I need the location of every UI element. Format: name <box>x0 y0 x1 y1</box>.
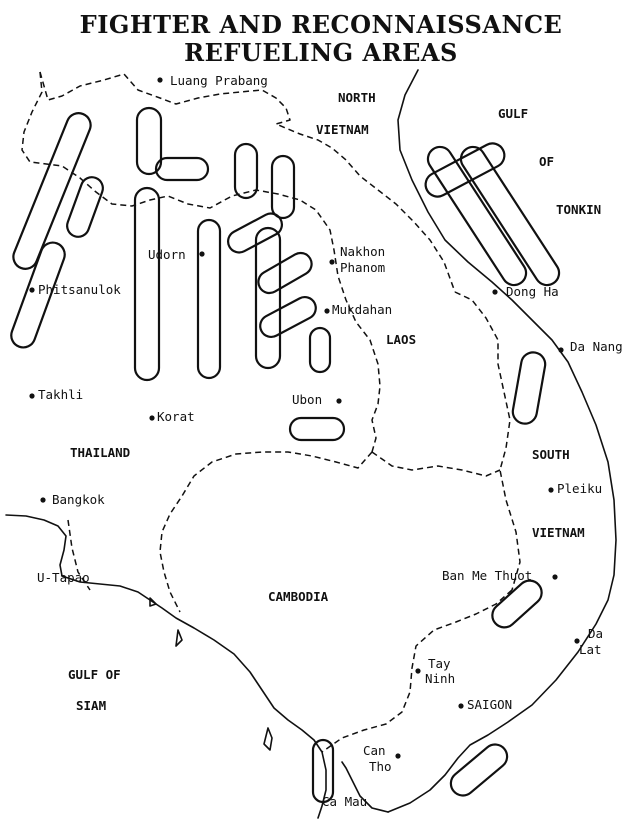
label-tho: Tho <box>369 759 392 774</box>
label-gulf: GULF <box>498 106 528 121</box>
refueling-track <box>270 154 296 220</box>
city-dot-da-lat <box>574 638 580 644</box>
island-1 <box>263 727 273 751</box>
city-dot-mukdahan <box>324 308 330 314</box>
refueling-track <box>135 106 163 176</box>
label-nakhon: Nakhon <box>340 244 385 259</box>
refueling-track <box>459 145 561 287</box>
refueling-track <box>308 326 332 374</box>
refueling-track <box>259 295 317 339</box>
label-tonkin: TONKIN <box>556 202 601 217</box>
refueling-areas <box>10 106 561 804</box>
label-takhli: Takhli <box>38 387 83 402</box>
label-dong-ha: Dong Ha <box>506 284 559 299</box>
city-dot-dong-ha <box>492 289 498 295</box>
refueling-track <box>227 212 283 254</box>
refueling-track <box>426 145 528 287</box>
refueling-track <box>154 156 210 182</box>
city-dot-takhli <box>29 393 35 399</box>
map-title-line1: FIGHTER AND RECONNAISSANCE <box>79 10 563 39</box>
city-dot-can-tho <box>395 753 401 759</box>
label-mukdahan: Mukdahan <box>332 302 392 317</box>
refueling-track <box>311 738 335 804</box>
label-gulf-of: GULF OF <box>68 667 121 682</box>
city-dot-ubon <box>336 398 342 404</box>
city-dot-bangkok <box>40 497 46 503</box>
label-bangkok: Bangkok <box>52 492 105 507</box>
refueling-track <box>12 112 92 270</box>
coastline-gulf-of-siam <box>5 514 327 819</box>
border-cambodia-laos-east <box>371 451 501 477</box>
border-thailand-cambodia-west <box>67 519 91 591</box>
label-tay: Tay <box>428 656 451 671</box>
island-2 <box>175 629 183 647</box>
coastline-vietnam <box>387 69 617 813</box>
refueling-track <box>511 351 547 425</box>
label-can: Can <box>363 743 386 758</box>
refueling-track <box>491 579 543 629</box>
city-dot-da-nang <box>558 347 564 353</box>
border-thailand-laos-north <box>21 71 381 453</box>
border-laos-north-vietnam <box>39 71 456 293</box>
label-ubon: Ubon <box>292 392 322 407</box>
refueling-track <box>257 251 313 295</box>
region-labels: NORTH VIETNAM GULF OF TONKIN LAOS THAILA… <box>68 90 601 713</box>
city-dot-ban-me-thuot <box>552 574 558 580</box>
refueling-track <box>424 142 506 198</box>
label-ban-me-thuot: Ban Me Thuot <box>442 568 532 583</box>
refueling-track <box>196 218 222 380</box>
label-north: NORTH <box>338 90 376 105</box>
refueling-track <box>133 186 161 382</box>
city-labels: Luang Prabang Udorn Nakhon Phanom Mukdah… <box>37 73 623 809</box>
city-dot-udorn <box>199 251 205 257</box>
island-3 <box>149 597 157 607</box>
refueling-track <box>288 416 346 442</box>
border-cambodia-south-vietnam <box>321 589 513 753</box>
city-dot-phitsanulok <box>29 287 35 293</box>
label-saigon: SAIGON <box>467 697 512 712</box>
label-laos: LAOS <box>386 332 416 347</box>
label-lat: Lat <box>579 642 602 657</box>
label-of: OF <box>539 154 554 169</box>
city-dot-nakhon-phanom <box>329 259 335 265</box>
refueling-track <box>254 226 282 370</box>
label-ninh: Ninh <box>425 671 455 686</box>
label-cambodia: CAMBODIA <box>268 589 329 604</box>
label-vietnam-south: VIETNAM <box>532 525 585 540</box>
label-udorn: Udorn <box>148 247 186 262</box>
border-laos-south-vietnam <box>454 291 521 591</box>
border-cambodia-north <box>159 451 373 613</box>
label-da: Da <box>588 626 603 641</box>
refueling-track <box>66 176 104 238</box>
label-phitsanulok: Phitsanulok <box>38 282 121 297</box>
city-dot-saigon <box>458 703 464 709</box>
label-siam: SIAM <box>76 698 106 713</box>
refueling-track <box>233 142 259 200</box>
refueling-track <box>10 241 66 349</box>
map-title-line2: REFUELING AREAS <box>184 38 458 67</box>
city-markers <box>29 77 580 759</box>
coastline-cape <box>341 761 389 813</box>
city-dot-korat <box>149 415 155 421</box>
label-south: SOUTH <box>532 447 570 462</box>
refueling-track <box>449 743 509 797</box>
label-u-tapao: U-Tapao <box>37 570 90 585</box>
city-dot-luang-prabang <box>157 77 163 83</box>
label-ca-mau: Ca Mau <box>322 794 367 809</box>
label-phanom: Phanom <box>340 260 385 275</box>
city-dot-pleiku <box>548 487 554 493</box>
label-thailand: THAILAND <box>70 445 130 460</box>
label-da-nang: Da Nang <box>570 339 623 354</box>
label-pleiku: Pleiku <box>557 481 602 496</box>
label-luang-prabang: Luang Prabang <box>170 73 268 88</box>
label-korat: Korat <box>157 409 195 424</box>
city-dot-tay-ninh <box>415 668 421 674</box>
label-vietnam-north: VIETNAM <box>316 122 369 137</box>
